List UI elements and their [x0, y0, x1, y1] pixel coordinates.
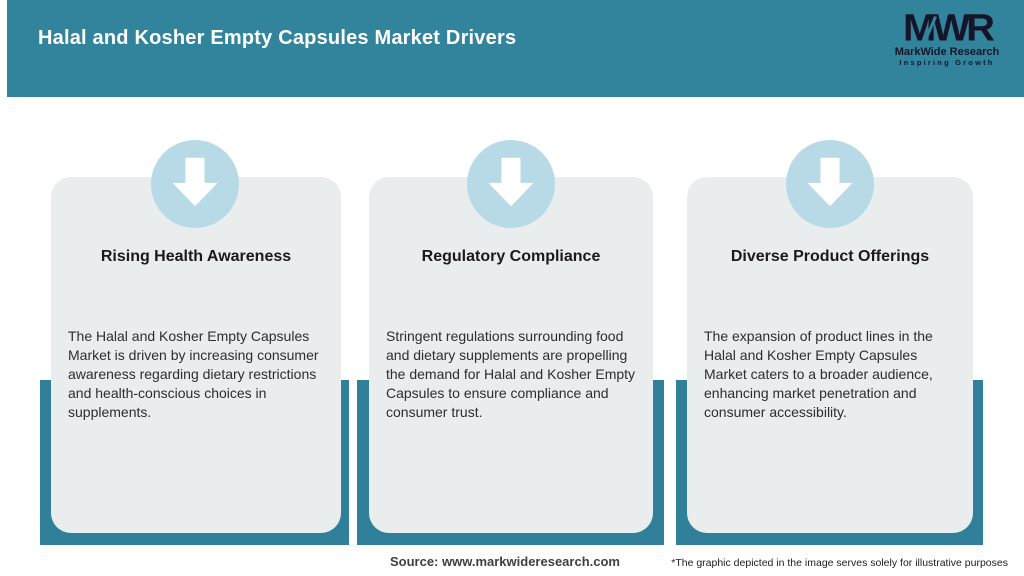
- logo-name: MarkWide Research: [894, 46, 1000, 58]
- driver-card-diverse-product-offerings: Diverse Product Offerings The expansion …: [687, 177, 973, 533]
- down-arrow-icon: [786, 140, 874, 228]
- driver-card-regulatory-compliance: Regulatory Compliance Stringent regulati…: [369, 177, 653, 533]
- card-title: Diverse Product Offerings: [730, 248, 930, 265]
- card-description: The expansion of product lines in the Ha…: [704, 328, 933, 420]
- page-title: Halal and Kosher Empty Capsules Market D…: [38, 27, 517, 49]
- logo-acronym: MWR: [903, 9, 995, 47]
- logo-tagline: Inspiring Growth: [899, 58, 995, 67]
- card-title: Rising Health Awareness: [100, 248, 292, 265]
- card-title: Regulatory Compliance: [421, 248, 601, 265]
- card-description: The Halal and Kosher Empty Capsules Mark…: [68, 328, 319, 420]
- header-bar: Halal and Kosher Empty Capsules Market D…: [7, 0, 1024, 97]
- markwide-research-logo: MWR MarkWide Research Inspiring Growth: [892, 9, 1002, 68]
- disclaimer-text: *The graphic depicted in the image serve…: [671, 557, 1008, 569]
- source-text: Source: www.markwideresearch.com: [389, 554, 620, 569]
- card-description: Stringent regulations surrounding food a…: [386, 328, 636, 420]
- driver-card-rising-health-awareness: Rising Health Awareness The Halal and Ko…: [51, 177, 341, 533]
- down-arrow-icon: [467, 140, 555, 228]
- logo-acronym-text: MWR: [903, 7, 995, 49]
- down-arrow-icon: [151, 140, 239, 228]
